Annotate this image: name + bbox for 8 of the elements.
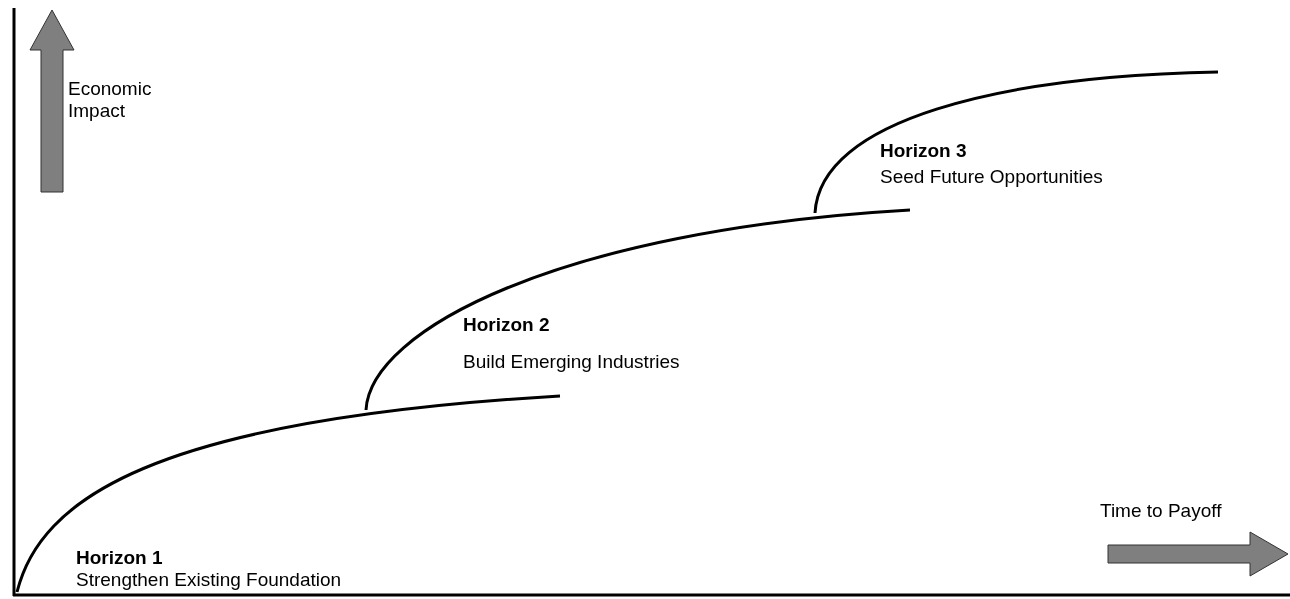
horizon-description: Seed Future Opportunities bbox=[880, 166, 1103, 188]
horizon-title: Horizon 1 bbox=[76, 547, 163, 569]
axis-label: Economic Impact bbox=[68, 78, 153, 122]
horizon-description: Strengthen Existing Foundation bbox=[76, 569, 342, 591]
axis-label: Time to Payoff bbox=[1100, 500, 1222, 522]
horizon-description: Build Emerging Industries bbox=[463, 351, 680, 373]
horizon-title: Horizon 3 bbox=[880, 140, 967, 162]
horizon-title: Horizon 2 bbox=[463, 314, 550, 336]
